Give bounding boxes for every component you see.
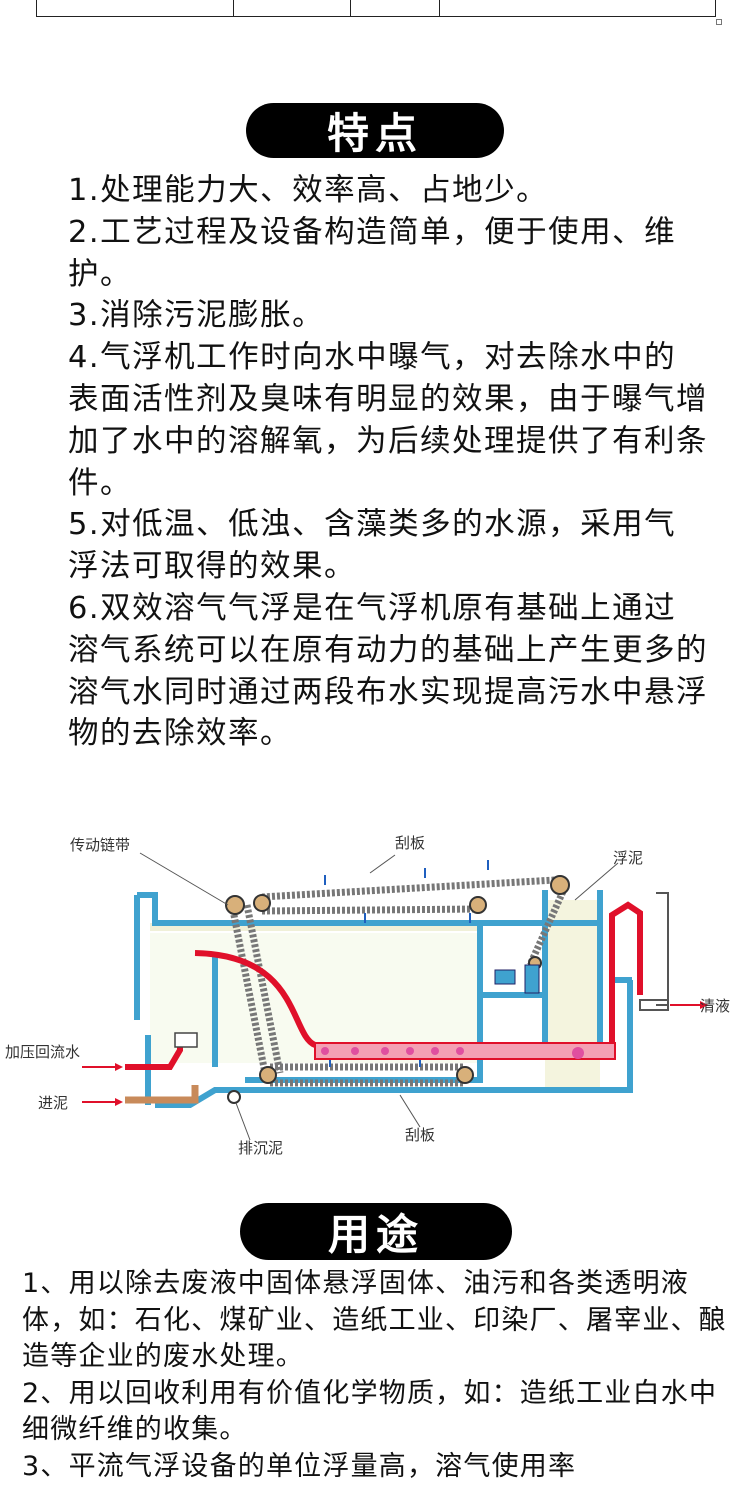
- features-heading: 特点: [246, 103, 504, 158]
- features-title: 特点: [327, 100, 423, 161]
- usage-heading: 用途: [240, 1203, 512, 1260]
- resize-handle-icon: [716, 19, 722, 25]
- list-item: 1.处理能力大、效率高、占地少。: [68, 170, 708, 212]
- usage-title: 用途: [328, 1201, 424, 1262]
- valve-icon: [175, 1033, 197, 1047]
- features-list: 1.处理能力大、效率高、占地少。 2.工艺过程及设备构造简单，便于使用、维护。 …: [68, 170, 708, 755]
- distribution-pipe: [315, 1043, 615, 1059]
- spec-table-bottom: [36, 0, 716, 17]
- list-item: 6.双效溶气气浮是在气浮机原有基础上通过溶气系统可以在原有动力的基础上产生更多的…: [68, 588, 708, 755]
- list-item: 2、用以回收利用有价值化学物质，如：造纸工业白水中细微纤维的收集。: [22, 1376, 734, 1449]
- usage-list: 1、用以除去废液中固体悬浮固体、油污和各类透明液体，如：石化、煤矿业、造纸工业、…: [22, 1266, 734, 1485]
- label-scraper-top: 刮板: [395, 834, 425, 852]
- label-pressurized-return: 加压回流水: [5, 1043, 80, 1061]
- table-divider: [350, 0, 351, 16]
- list-item: 1、用以除去废液中固体悬浮固体、油污和各类透明液体，如：石化、煤矿业、造纸工业、…: [22, 1266, 734, 1376]
- flotation-diagram: 传动链带 刮板 浮泥 清液 加压回流水 进泥 排沉泥 刮板: [0, 805, 750, 1170]
- list-item: 2.工艺过程及设备构造简单，便于使用、维护。: [68, 212, 708, 296]
- label-clear-liquid: 清液: [700, 997, 730, 1015]
- table-divider: [439, 0, 440, 16]
- flotation-diagram-svg: 传动链带 刮板 浮泥 清液 加压回流水 进泥 排沉泥 刮板: [0, 805, 750, 1170]
- list-item: 4.气浮机工作时向水中曝气，对去除水中的表面活性剂及臭味有明显的效果，由于曝气增…: [68, 337, 708, 504]
- label-drive-chain: 传动链带: [70, 836, 130, 854]
- label-discharge-sludge: 排沉泥: [238, 1139, 283, 1157]
- label-inlet-sludge: 进泥: [38, 1094, 68, 1112]
- label-scraper-bottom: 刮板: [405, 1126, 435, 1144]
- list-item: 3.消除污泥膨胀。: [68, 295, 708, 337]
- list-item: 5.对低温、低浊、含藻类多的水源，采用气浮法可取得的效果。: [68, 504, 708, 588]
- table-divider: [233, 0, 234, 16]
- label-float-sludge: 浮泥: [613, 849, 643, 867]
